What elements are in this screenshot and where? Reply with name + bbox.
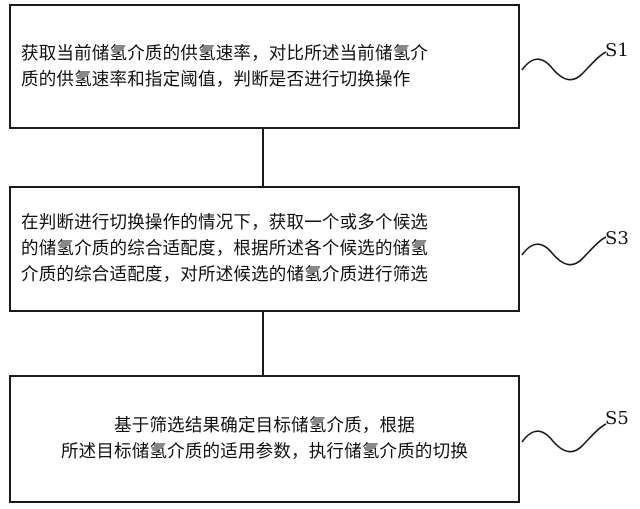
step-label-s3: S3 [605, 228, 629, 249]
leader-line-s3 [521, 236, 607, 266]
leader-line-s1 [521, 51, 607, 81]
step-box-s1: 获取当前储氢介质的供氢速率，对比所述当前储氢介 质的供氢速率和指定阈值，判断是否… [9, 4, 520, 129]
step-label-s5: S5 [605, 408, 629, 429]
step-text-s3: 在判断进行切换操作的情况下，获取一个或多个候选 的储氢介质的综合适配度，根据所述… [21, 213, 429, 285]
step-text-s1: 获取当前储氢介质的供氢速率，对比所述当前储氢介 质的供氢速率和指定阈值，判断是否… [21, 43, 429, 90]
step-box-s5: 基于筛选结果确定目标储氢介质，根据 所述目标储氢介质的适用参数，执行储氢介质的切… [9, 375, 520, 503]
step-box-s3: 在判断进行切换操作的情况下，获取一个或多个候选 的储氢介质的综合适配度，根据所述… [9, 186, 520, 312]
step-text-s5: 基于筛选结果确定目标储氢介质，根据 所述目标储氢介质的适用参数，执行储氢介质的切… [60, 416, 469, 462]
connector-s1-s3 [262, 129, 264, 186]
step-label-s1: S1 [605, 40, 629, 61]
connector-s3-s5 [262, 312, 264, 375]
leader-line-s5 [521, 423, 607, 453]
